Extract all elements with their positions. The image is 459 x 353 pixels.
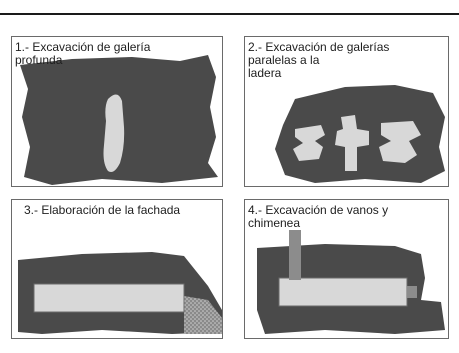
gallery-cavity-right — [379, 121, 421, 163]
panel-deep-gallery: 1.- Excavación de galería profunda — [11, 36, 223, 187]
gallery-cavity — [33, 283, 185, 313]
gallery-cavity — [103, 94, 125, 172]
panel-3-caption: 3.- Elaboración de la fachada — [24, 203, 181, 217]
openings-chimney-illustration — [257, 230, 445, 334]
panel-2-caption: 2.- Excavación de galerías paralelas a l… — [248, 40, 390, 80]
hatched-facade — [184, 296, 222, 334]
panel-4-caption: 4.- Excavación de vanos y chimenea — [248, 203, 389, 230]
gallery-cavity — [278, 277, 408, 307]
parallel-galleries-illustration — [275, 85, 445, 183]
panel-facade: 3.- Elaboración de la fachada — [11, 199, 223, 339]
panel-parallel-galleries: 2.- Excavación de galerías paralelas a l… — [244, 36, 449, 187]
window-opening — [407, 286, 417, 298]
panel-1-caption: 1.- Excavación de galería profunda — [15, 40, 151, 67]
gallery-cavity-center — [335, 115, 369, 171]
chimney-shaft — [289, 230, 301, 280]
facade-illustration — [18, 252, 222, 334]
gallery-cavity-left — [293, 125, 325, 161]
panel-openings-chimney: 4.- Excavación de vanos y chimenea — [244, 199, 449, 339]
top-rule — [0, 13, 459, 15]
deep-gallery-illustration — [20, 55, 218, 185]
